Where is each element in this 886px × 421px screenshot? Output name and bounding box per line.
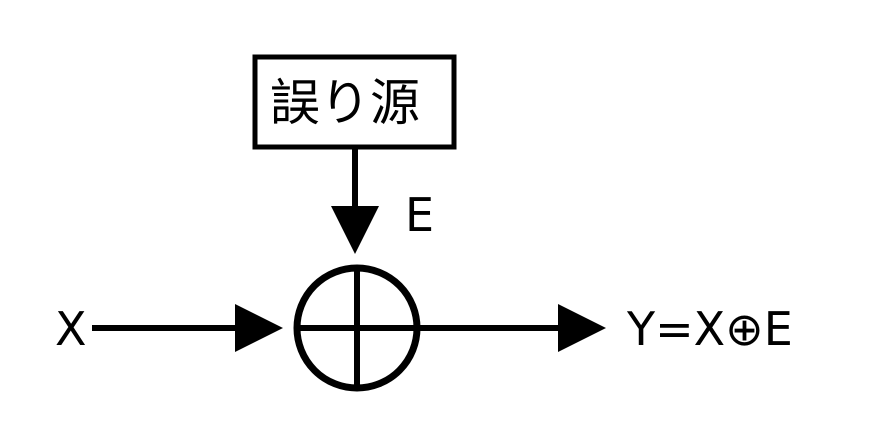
input-label: X <box>55 302 87 356</box>
error-signal-label: E <box>405 188 435 242</box>
error-source-label: 誤り源 <box>270 74 420 132</box>
output-label: Y=X⊕E <box>627 302 793 356</box>
